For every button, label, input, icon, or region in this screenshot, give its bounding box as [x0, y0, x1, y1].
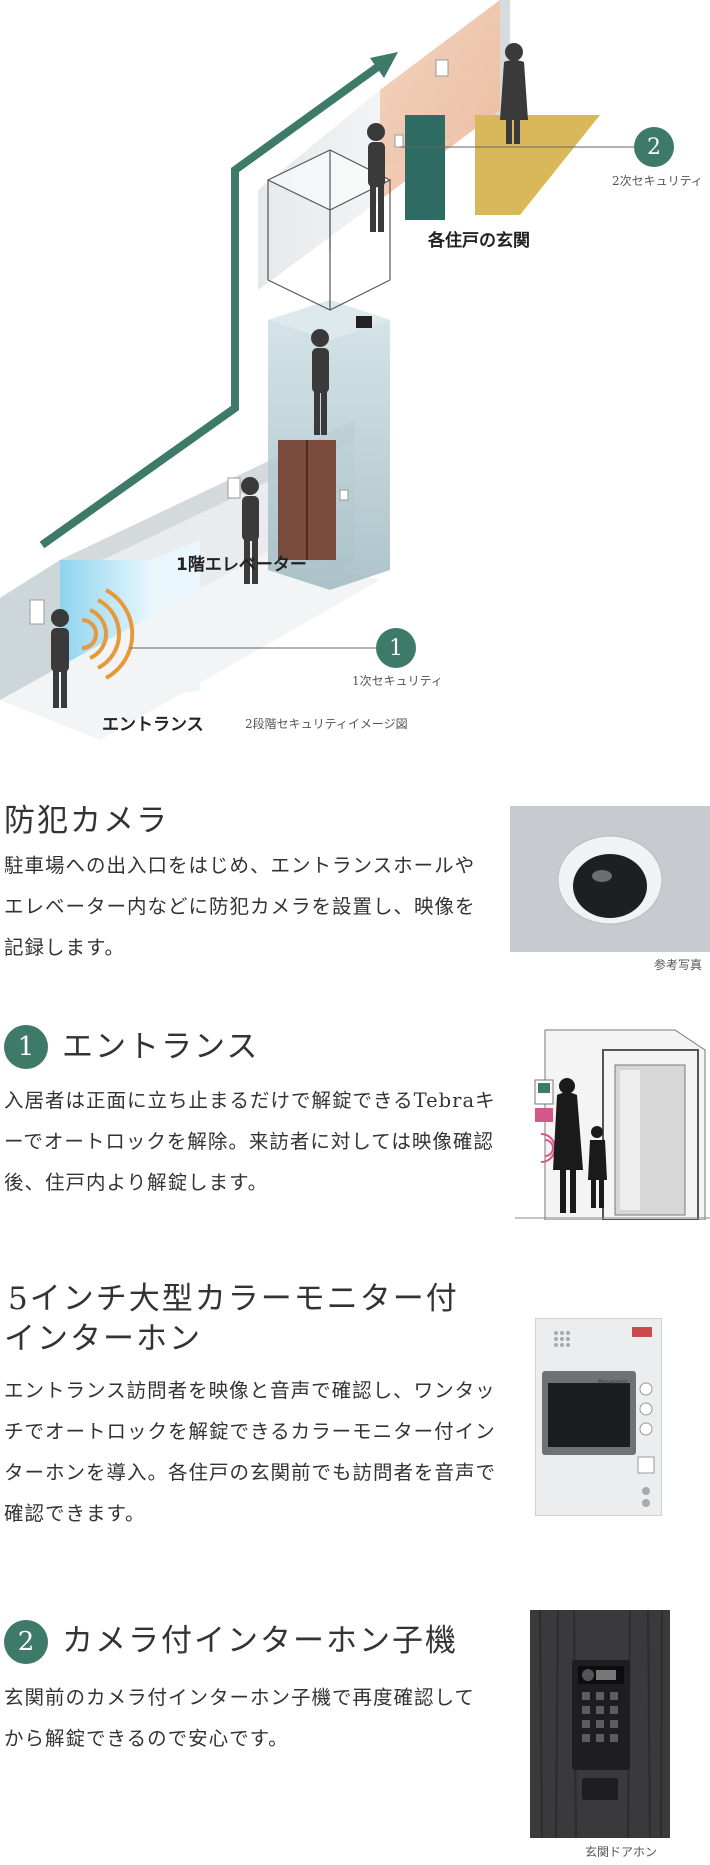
- camera-body: 駐車場への出入口をはじめ、エントランスホールやエレベーター内などに防犯カメラを設…: [4, 854, 476, 959]
- entrance-title: エントランス: [62, 1029, 260, 1065]
- security-marker-1-number: 1: [389, 635, 403, 661]
- sensor-waves-icon: [81, 588, 135, 680]
- person-silhouette-entrance: [51, 609, 69, 708]
- elevator-shaft: [268, 300, 390, 590]
- label-entrance: エントランス: [102, 715, 204, 735]
- camera-title: 防犯カメラ: [4, 803, 169, 839]
- camera-photo-caption: 参考写真: [654, 958, 703, 972]
- section-number-2: 2: [4, 1620, 48, 1664]
- security-label-2: 2次セキュリティ: [612, 174, 703, 188]
- elevator-cage: [266, 149, 392, 311]
- person-silhouette-elevator: [311, 329, 329, 435]
- label-front-door: 各住戸の玄関: [428, 231, 530, 251]
- route-arrow: [39, 52, 398, 549]
- doorphone-title: カメラ付インターホン子機: [62, 1623, 458, 1659]
- diagram-caption: 2段階セキュリティイメージ図: [245, 717, 408, 731]
- entrance-body: 入居者は正面に立ち止まるだけで解錠できるTebraキーでオートロックを解除。来訪…: [4, 1089, 496, 1194]
- security-label-1: 1次セキュリティ: [352, 674, 443, 688]
- door-intercom-caption: 玄関ドアホン: [585, 1845, 658, 1859]
- security-marker-2-number: 2: [647, 134, 661, 160]
- monitor-title-line2: インターホン: [4, 1321, 202, 1357]
- security-marker-2: [634, 127, 674, 167]
- door-intercom-photo: [530, 1610, 670, 1838]
- door-intercom-icon: [530, 1610, 670, 1838]
- section-number-1: 1: [4, 1025, 48, 1069]
- security-marker-1: [376, 628, 416, 668]
- doorphone-body: 玄関前のカメラ付インターホン子機で再度確認してから解錠できるので安心です。: [4, 1686, 475, 1750]
- label-elevator: 1階エレベーター: [176, 555, 307, 575]
- person-silhouette-hall: [227, 477, 259, 584]
- person-silhouette-upper: [367, 123, 385, 232]
- person-silhouette-resident: [500, 43, 528, 144]
- security-camera-photo: [510, 806, 710, 952]
- security-diagram: 2 1 2次セキュリティ 1次セキュリティ 各住戸の玄関 1階エレベーター エン…: [0, 0, 710, 760]
- entrance-corridor: [0, 420, 380, 740]
- auto-door-illustration: [515, 1029, 710, 1221]
- monitor-body: エントランス訪問者を映像と音声で確認し、ワンタッチでオートロックを解錠できるカラ…: [4, 1379, 497, 1525]
- security-diagram-illustration: [0, 0, 674, 740]
- entrance-illustration: [515, 1020, 710, 1221]
- intercom-monitor-icon: [536, 1319, 661, 1515]
- intercom-monitor-photo: Panasonic: [535, 1318, 662, 1516]
- intercom-brand: Panasonic: [598, 1379, 629, 1386]
- monitor-title-line1: 5インチ大型カラーモニター付: [8, 1281, 459, 1317]
- dome-camera-icon: [510, 806, 710, 952]
